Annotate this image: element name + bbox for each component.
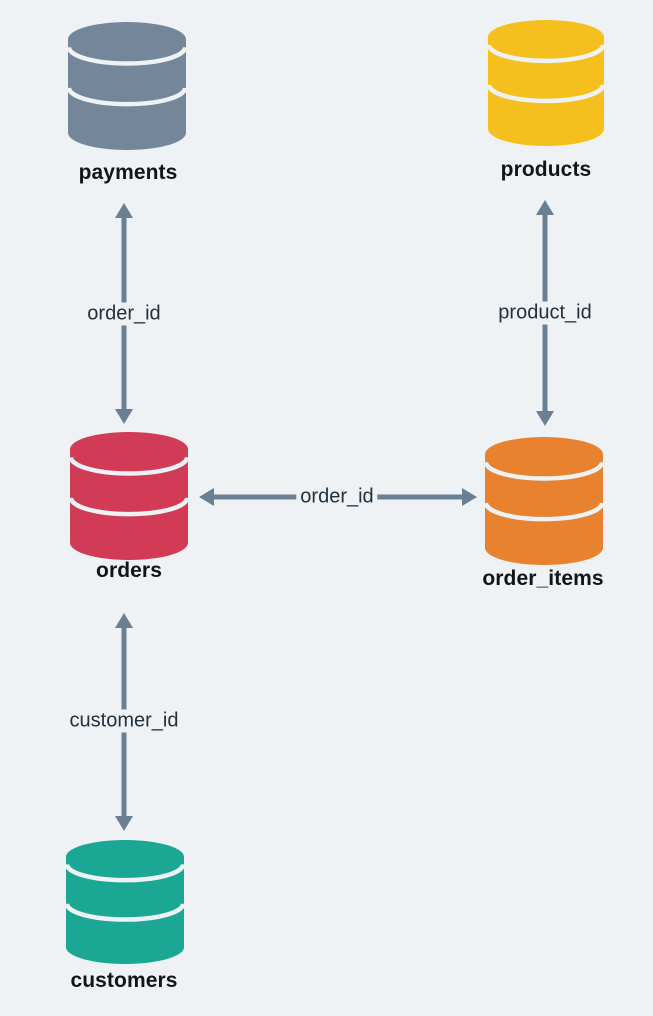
table-label-order_items: order_items: [482, 567, 604, 590]
database-cylinder-icon: [488, 20, 604, 146]
table-label-customers: customers: [70, 969, 178, 992]
database-cylinder-icon: [485, 437, 603, 565]
database-cylinder-icon: [66, 840, 184, 964]
table-node-products[interactable]: [488, 20, 604, 146]
table-label-orders: orders: [96, 559, 162, 582]
table-node-orders[interactable]: [70, 432, 188, 560]
edge-label-payments-orders: order_id: [83, 302, 165, 326]
database-cylinder-icon: [70, 432, 188, 560]
table-node-payments[interactable]: [68, 22, 186, 150]
edge-label-products-order_items: product_id: [494, 301, 596, 325]
database-cylinder-icon: [68, 22, 186, 150]
edge-label-customers-orders: customer_id: [65, 709, 183, 733]
table-label-products: products: [500, 158, 592, 181]
table-label-payments: payments: [78, 161, 178, 184]
edge-label-orders-order_items: order_id: [296, 485, 378, 509]
table-node-order_items[interactable]: [485, 437, 603, 565]
table-node-customers[interactable]: [66, 840, 184, 964]
